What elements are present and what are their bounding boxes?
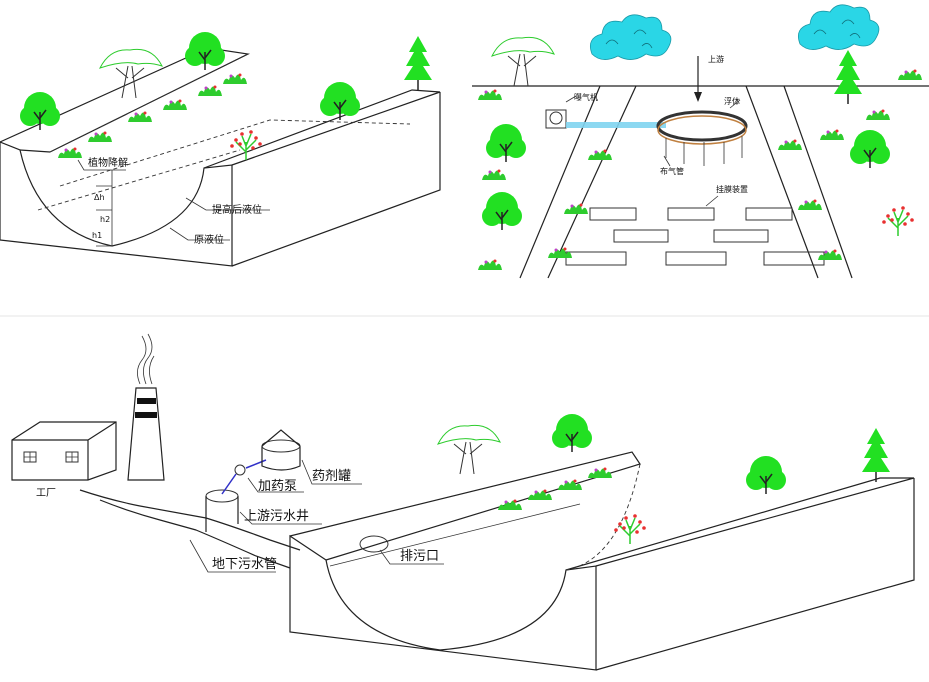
label-upstream: 上游	[708, 54, 724, 64]
label-upstream-sewage-well: 上游污水井	[244, 509, 309, 524]
label-underground-sewer-pipe: 地下污水管	[212, 557, 277, 572]
label-h2: h2	[100, 215, 110, 224]
label-raised-water-level: 提高后液位	[212, 203, 262, 216]
label-biofilm-device: 挂膜装置	[716, 184, 748, 194]
label-dosing-pump: 加药泵	[258, 479, 297, 494]
label-original-water-level: 原液位	[194, 233, 224, 246]
panel1-labels: 植物降解 提高后液位 原液位 Δh h2 h1	[77, 156, 270, 246]
label-factory: 工厂	[36, 488, 56, 499]
panel3-system-overview: 工厂 地下污水管 上游污水井 加药泵 药剂罐	[11, 333, 915, 671]
panel1-river-channel	[0, 31, 441, 267]
label-chemical-tank: 药剂罐	[312, 469, 351, 484]
panel2-plan-view: 上游 曝气机 浮体 布气管 挂膜装置	[472, 0, 929, 282]
label-sewage-outlet: 排污口	[400, 549, 439, 564]
label-aerator: 曝气机	[574, 92, 598, 102]
label-delta-h: Δh	[94, 193, 105, 202]
label-h1: h1	[92, 231, 102, 240]
label-aeration-pipe: 布气管	[660, 166, 684, 176]
label-plant-degradation: 植物降解	[88, 156, 128, 169]
label-float: 浮体	[724, 96, 740, 106]
